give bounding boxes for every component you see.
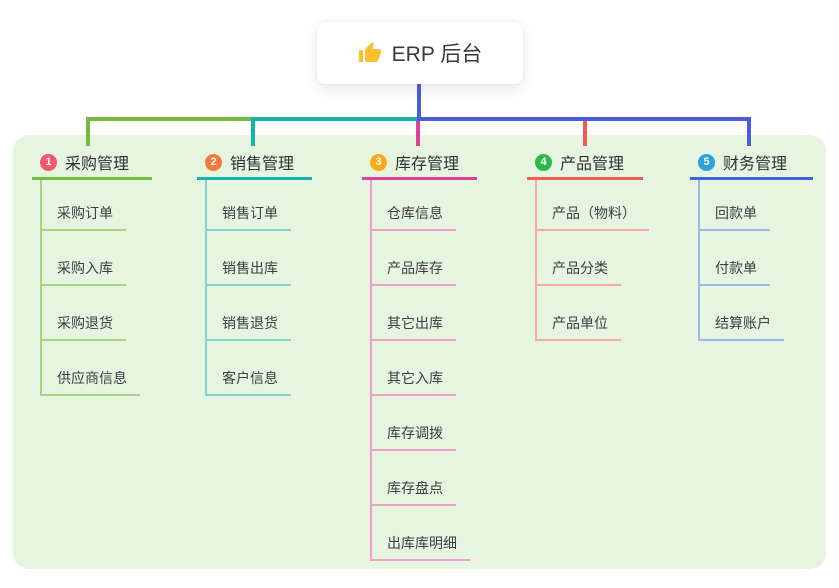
child-node[interactable]: 采购入库 <box>42 258 126 286</box>
thumbs-up-icon <box>358 41 382 65</box>
connector-trunk <box>251 117 421 121</box>
child-node[interactable]: 产品（物料） <box>537 203 649 231</box>
child-row: 客户信息 <box>207 341 312 396</box>
child-row: 产品库存 <box>372 231 477 286</box>
branch-number-badge: 3 <box>370 153 387 171</box>
child-node[interactable]: 付款单 <box>700 258 770 286</box>
branch-1: 1 采购管理采购订单采购入库采购退货供应商信息 <box>32 147 152 396</box>
branch-4: 4 产品管理产品（物料） 产品分类产品单位 <box>527 147 649 341</box>
branch-number-badge: 4 <box>535 153 552 171</box>
branch-label: 库存管理 <box>395 156 460 173</box>
child-node[interactable]: 供应商信息 <box>42 368 140 396</box>
branch-children: 回款单付款单结算账户 <box>698 180 813 341</box>
branch-label: 采购管理 <box>65 156 130 173</box>
branch-label: 财务管理 <box>723 156 788 173</box>
connector-stub <box>583 117 587 146</box>
branch-2: 2 销售管理销售订单销售出库销售退货客户信息 <box>197 147 312 396</box>
child-node[interactable]: 销售退货 <box>207 313 291 341</box>
branch-children: 销售订单销售出库销售退货客户信息 <box>205 180 312 396</box>
connector-stub <box>747 117 751 146</box>
branch-node-3[interactable]: 3 库存管理 <box>362 147 477 180</box>
branch-number-badge: 5 <box>698 153 715 171</box>
child-row: 出库库明细 <box>372 506 477 561</box>
root-label: ERP 后台 <box>391 43 483 66</box>
child-row: 库存盘点 <box>372 451 477 506</box>
branch-number-badge: 2 <box>205 153 222 171</box>
branch-node-4[interactable]: 4 产品管理 <box>527 147 643 180</box>
child-row: 采购订单 <box>42 180 152 231</box>
child-node[interactable]: 采购订单 <box>42 203 126 231</box>
branch-label: 销售管理 <box>230 156 295 173</box>
branch-node-2[interactable]: 2 销售管理 <box>197 147 312 180</box>
child-row: 供应商信息 <box>42 341 152 396</box>
mindmap-panel <box>13 135 826 569</box>
child-row: 销售出库 <box>207 231 312 286</box>
branch-children: 产品（物料） 产品分类产品单位 <box>535 180 649 341</box>
connector-trunk <box>417 117 751 121</box>
child-node[interactable]: 产品单位 <box>537 313 621 341</box>
child-node[interactable]: 客户信息 <box>207 368 291 396</box>
child-node[interactable]: 产品库存 <box>372 258 456 286</box>
child-row: 产品分类 <box>537 231 649 286</box>
branch-label: 产品管理 <box>560 156 625 173</box>
branch-3: 3 库存管理仓库信息产品库存其它出库其它入库库存调拨库存盘点出库库明细 <box>362 147 477 561</box>
child-row: 其它出库 <box>372 286 477 341</box>
connector-trunk <box>86 117 255 121</box>
child-row: 库存调拨 <box>372 396 477 451</box>
child-node[interactable]: 销售订单 <box>207 203 291 231</box>
root-node[interactable]: ERP 后台 <box>317 22 523 84</box>
child-node[interactable]: 其它入库 <box>372 368 456 396</box>
branch-node-1[interactable]: 1 采购管理 <box>32 147 152 180</box>
child-row: 其它入库 <box>372 341 477 396</box>
child-node[interactable]: 结算账户 <box>700 313 784 341</box>
child-row: 结算账户 <box>700 286 813 341</box>
child-row: 采购退货 <box>42 286 152 341</box>
child-row: 销售退货 <box>207 286 312 341</box>
child-row: 付款单 <box>700 231 813 286</box>
child-node[interactable]: 其它出库 <box>372 313 456 341</box>
branch-children: 仓库信息产品库存其它出库其它入库库存调拨库存盘点出库库明细 <box>370 180 477 561</box>
child-row: 销售订单 <box>207 180 312 231</box>
connector-stub <box>86 117 90 146</box>
connector-root-line <box>417 84 421 121</box>
child-node[interactable]: 出库库明细 <box>372 533 470 561</box>
child-row: 产品单位 <box>537 286 649 341</box>
child-node[interactable]: 采购退货 <box>42 313 126 341</box>
child-node[interactable]: 回款单 <box>700 203 770 231</box>
connector-stub <box>416 117 420 146</box>
child-node[interactable]: 库存调拨 <box>372 423 456 451</box>
branch-node-5[interactable]: 5 财务管理 <box>690 147 813 180</box>
child-node[interactable]: 库存盘点 <box>372 478 456 506</box>
child-row: 采购入库 <box>42 231 152 286</box>
branch-number-badge: 1 <box>40 153 57 171</box>
child-row: 产品（物料） <box>537 180 649 231</box>
child-node[interactable]: 产品分类 <box>537 258 621 286</box>
child-node[interactable]: 仓库信息 <box>372 203 456 231</box>
branch-5: 5 财务管理回款单付款单结算账户 <box>690 147 813 341</box>
child-row: 仓库信息 <box>372 180 477 231</box>
connector-stub <box>251 117 255 146</box>
branch-children: 采购订单采购入库采购退货供应商信息 <box>40 180 152 396</box>
child-row: 回款单 <box>700 180 813 231</box>
child-node[interactable]: 销售出库 <box>207 258 291 286</box>
